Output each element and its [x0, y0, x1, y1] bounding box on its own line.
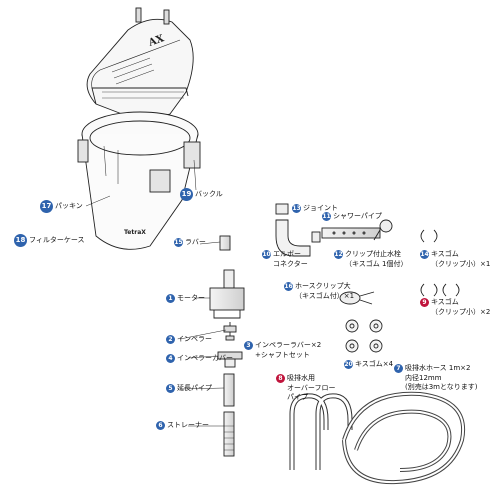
rubber-part [219, 235, 231, 251]
impeller-part [223, 322, 237, 341]
badge-overflow-pipe: 8 [276, 374, 285, 383]
badge-filter-case: 18 [14, 234, 27, 247]
badge-shower-pipe: 11 [322, 212, 331, 221]
badge-suction-cup-9: 9 [420, 298, 429, 307]
badge-buckle: 19 [180, 188, 193, 201]
extension-pipe-part [223, 373, 235, 407]
suction-cup-20 [345, 319, 383, 353]
badge-extension-pipe: 5 [166, 384, 175, 393]
badge-strainer: 6 [156, 421, 165, 430]
badge-clip-stopper: 12 [334, 250, 343, 259]
overflow-pipe-part [289, 393, 353, 470]
strainer-part [223, 411, 235, 457]
badge-hose-clip-large: 16 [284, 282, 293, 291]
shower-pipe-part [311, 227, 381, 243]
clip-stopper-part [373, 219, 393, 241]
joint-part [275, 203, 289, 215]
badge-impeller-rubber: 3 [244, 341, 253, 350]
badge-joint: 13 [292, 204, 301, 213]
motor-part [209, 269, 245, 319]
badge-motor: 1 [166, 294, 175, 303]
badge-suction-cup-20: 20 [344, 360, 353, 369]
impeller-cover-part [217, 351, 243, 368]
lid [86, 7, 194, 118]
badge-elbow-connector: 10 [262, 250, 271, 259]
badge-impeller-cover: 4 [166, 354, 175, 363]
leader-lines [85, 159, 227, 427]
badge-packing: 17 [40, 200, 53, 213]
badge-rubber: 15 [174, 238, 183, 247]
badge-suction-cup-14: 14 [420, 250, 429, 259]
case-logo: TetraX [124, 229, 146, 236]
badge-impeller: 2 [166, 335, 175, 344]
lid-logo: AX [146, 33, 166, 49]
elbow-connector-part [275, 219, 311, 257]
badge-hose: 7 [394, 364, 403, 373]
suction-cup-14 [420, 229, 438, 243]
filter-case-shape [77, 111, 201, 250]
suction-cup-9 [420, 283, 460, 297]
hose-clip-part [339, 291, 375, 305]
